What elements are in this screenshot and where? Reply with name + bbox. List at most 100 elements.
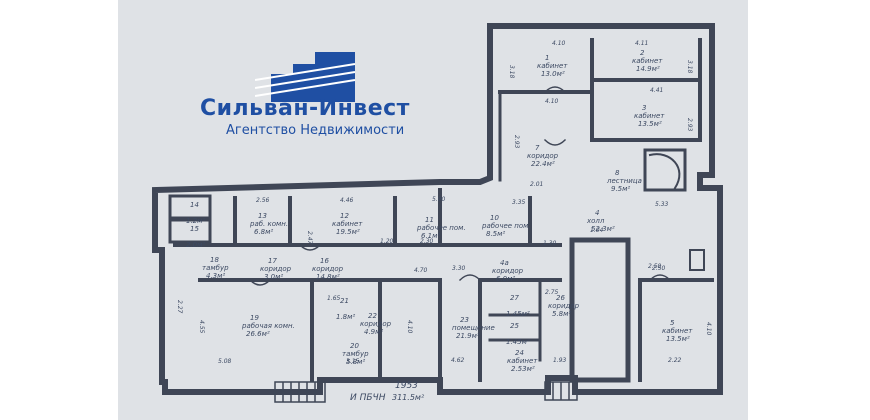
small-box [689,249,705,271]
dimension-label: 2.30 [420,238,434,245]
room-number: 14 [190,201,199,209]
room-area: 6.1м² [421,232,440,240]
dimension-label: 1.65 [327,295,341,302]
room-name: коридор [360,320,392,328]
room-area: 3.0м² [264,273,283,281]
dimension-label: 4.10 [705,322,712,336]
room-name: кабинет [537,62,568,70]
room-number: 20 [350,342,359,350]
dimension-label: 2.50 [648,263,662,270]
dimension-label: 3.18 [686,60,693,74]
room-number: 18 [210,256,219,264]
dimension-label: 3.15 [346,358,360,365]
room-area: 19.5м² [336,228,360,236]
dimension-label: 4.10 [545,98,559,105]
room-name: рабочая комн. [241,322,295,330]
room-name: кабинет [332,220,363,228]
room-name: помещение [452,324,495,332]
door-arc [648,274,672,282]
room-name: тамбур [342,350,369,358]
dimension-label: 2.22 [668,357,682,364]
dimension-label: 2.93 [686,118,693,132]
room-number: 3 [642,104,646,112]
room-area: 5.8м² [346,358,365,366]
dimension-label: 2.47 [306,231,313,245]
room-area: 1.45м² [506,338,530,346]
room-area: 5.8м² [552,310,571,318]
room-number: 13 [258,212,267,220]
room-area: 4.9м² [364,328,383,336]
room-area: 26.6м² [246,330,270,338]
dimension-label: 1.20 [380,238,394,245]
room-area: 21.9м² [456,332,480,340]
room-number: 23 [460,316,469,324]
room-area: 6.8м² [254,228,273,236]
stamp-code: И ПБЧН [350,393,386,403]
stair-block [643,148,687,192]
dimension-label: 3.18 [508,65,515,79]
stair-curve [648,153,681,190]
entrance-steps [274,381,578,403]
room-name: кабинет [507,357,538,365]
dimension-label: 2.56 [256,197,270,204]
room-name: коридор [527,152,559,160]
dimension-label: 4.62 [451,357,465,364]
room-name: кабинет [632,57,663,65]
room-name: рабочее пом. [416,224,466,232]
door-arc [248,278,272,286]
room-number: 2 [640,49,645,57]
room-area: 13.5м² [638,120,662,128]
room-name: коридор [492,267,524,275]
room-name: рабочее пом. [481,222,531,230]
dimension-label: 1.04 [590,227,604,234]
small-room [168,194,212,220]
company-logo [255,52,356,102]
room-area: 4.3м² [206,272,225,280]
room-area: 13.0м² [541,70,565,78]
dimension-label: 2.50 [652,265,666,272]
room-name: лестница [606,177,642,185]
dimension-label: 4.10 [406,320,413,334]
room-name: коридор [548,302,580,310]
stamp-year: 1953 [395,381,418,391]
room-number: 26 [556,294,565,302]
room-number: 7 [535,144,540,152]
room-area: 8.5м² [486,230,505,238]
company-tagline: Агентство Недвижимости [226,123,405,138]
dimension-label: 4.11 [635,40,648,47]
dimension-label: 5.90 [432,196,446,203]
room-number: 10 [490,214,499,222]
room-area: 14.8м² [316,273,340,281]
room-area: 2.0м² [186,241,205,249]
room-number: 24 [515,349,524,357]
room-number: 11 [425,216,434,224]
dimension-label: 4.10 [552,40,566,47]
room-number: 22 [368,312,377,320]
room-number: 27 [510,294,519,302]
room-number: 16 [320,257,329,265]
room-name: коридор [260,265,292,273]
room-area: 6.0м² [496,275,515,283]
dimension-label: 2.27 [176,300,183,314]
dimension-label: 4.55 [198,320,205,334]
plan-sheet [118,0,748,420]
dimension-label: 2.93 [513,135,520,149]
dimension-label: 5.33 [655,201,669,208]
dimension-label: 4.41 [650,87,663,94]
room-name: кабинет [634,112,665,120]
room-number: 4а [500,259,509,267]
room-area: 9.5м² [611,185,630,193]
room-number: 4 [595,209,599,217]
stamp-area: 311.5м² [392,393,425,402]
dimension-label: 3.30 [452,265,466,272]
room-area: 2.53м² [511,365,535,373]
room-number: 25 [510,322,519,330]
dimension-label: 3.35 [512,199,526,206]
column [569,237,631,383]
room-number: 19 [250,314,259,322]
room-area: 22.4м² [531,160,555,168]
door-arc [458,274,482,282]
dimension-label: 4.70 [414,267,428,274]
room-name: коридор [312,265,344,273]
